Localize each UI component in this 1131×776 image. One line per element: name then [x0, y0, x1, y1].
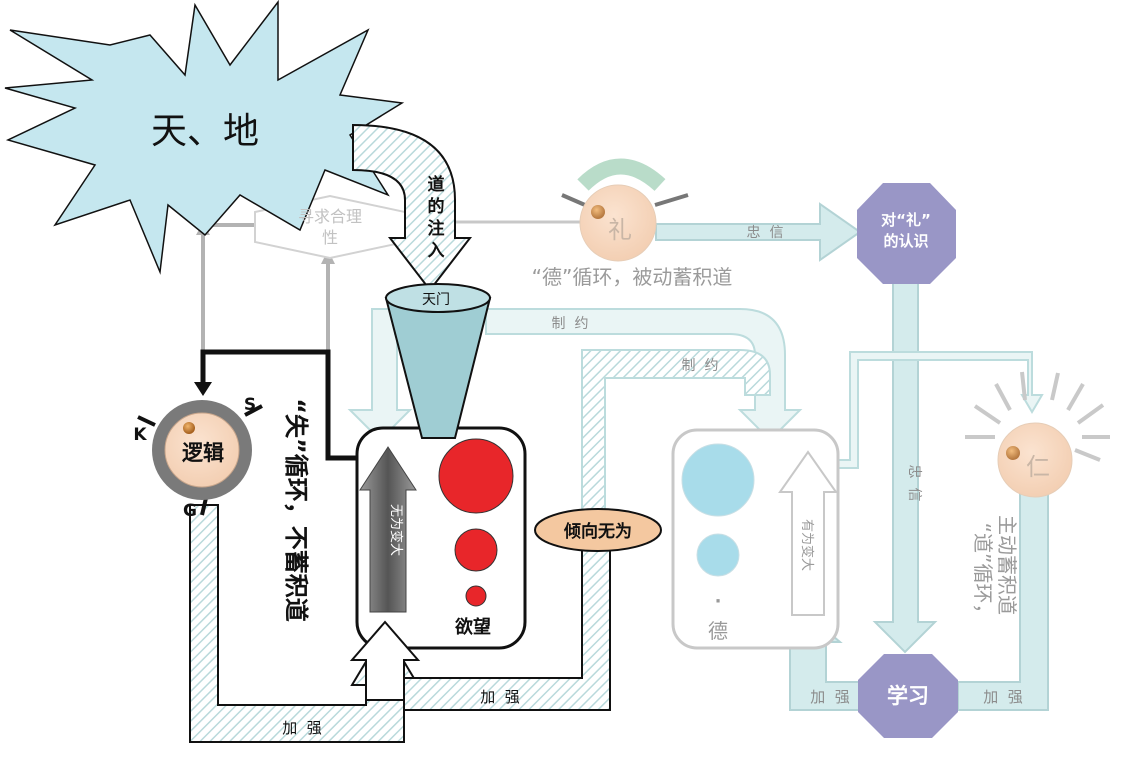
li-label: 礼 [608, 216, 632, 244]
de-dot: · [715, 591, 722, 612]
strengthen-entry-arrow [349, 620, 421, 701]
zhiyue-label-1: 制 约 [552, 316, 589, 332]
dao-injection-char-2: 的 [428, 196, 445, 217]
strengthen-label-3: 加 强 [810, 688, 850, 706]
dao-cycle-label-1: “道”循环， [971, 523, 995, 624]
logic-label: 逻辑 [182, 441, 224, 465]
li-node [561, 158, 689, 262]
desire-circle-small [465, 585, 487, 607]
li-recognition-label-2: 的认识 [883, 232, 928, 250]
learn-label: 学习 [887, 684, 929, 708]
dao-injection-char-4: 入 [428, 241, 445, 261]
zhiyue-label-2: 制 约 [682, 358, 719, 374]
g-label: G [183, 501, 197, 521]
seek-reason-label-1: 寻求合理 [298, 207, 362, 226]
zhongxin-vertical-label: 忠 信 [906, 465, 922, 502]
wuwei-bianda-label: 无为变大 [388, 504, 404, 556]
de-cycle-label: “德”循环，被动蓄积道 [532, 265, 733, 289]
youwei-bianda-label: 有为变大 [799, 519, 815, 571]
incline-wuwei-ellipse [534, 508, 662, 552]
wuwei-up-arrow [359, 446, 417, 613]
youwei-up-arrow [778, 450, 838, 616]
desire-label: 欲望 [454, 616, 491, 638]
de-circle-large [681, 443, 755, 517]
desire-circle-large [438, 438, 514, 514]
learn-octagon [858, 654, 958, 738]
seek-reason-label-2: 性 [322, 228, 338, 247]
tianmen-funnel [384, 283, 492, 439]
zhongxin-horizontal-label: 忠 信 [747, 225, 784, 241]
desire-circle-medium [454, 528, 498, 572]
heaven-earth-label: 天、地 [151, 111, 259, 152]
strengthen-label-4: 加 强 [983, 688, 1023, 706]
strengthen-label-1: 加 强 [282, 719, 322, 737]
s-label: S [244, 395, 256, 415]
li-recognition-label-1: 对“礼” [881, 211, 931, 229]
ren-node [965, 371, 1110, 462]
dao-cycle-label-2: 主动蓄积道 [995, 515, 1019, 615]
dao-injection-arrow [352, 123, 473, 292]
dao-injection-char-1: 道 [428, 174, 445, 195]
shi-cycle-label: “失”循环，不蓄积道 [282, 398, 310, 622]
incline-wuwei-label: 倾向无为 [563, 521, 632, 542]
de-circle-small [696, 533, 740, 577]
logic-node [137, 400, 263, 516]
k-label: K [133, 425, 147, 445]
tianmen-label: 天门 [422, 292, 450, 308]
de-label: 德 [708, 619, 728, 643]
strengthen-label-2: 加 强 [480, 688, 520, 706]
ren-label: 仁 [1026, 453, 1050, 481]
li-recognition-octagon [857, 183, 956, 284]
heaven-earth-starburst [4, 0, 405, 275]
dao-injection-char-3: 注 [428, 218, 445, 239]
